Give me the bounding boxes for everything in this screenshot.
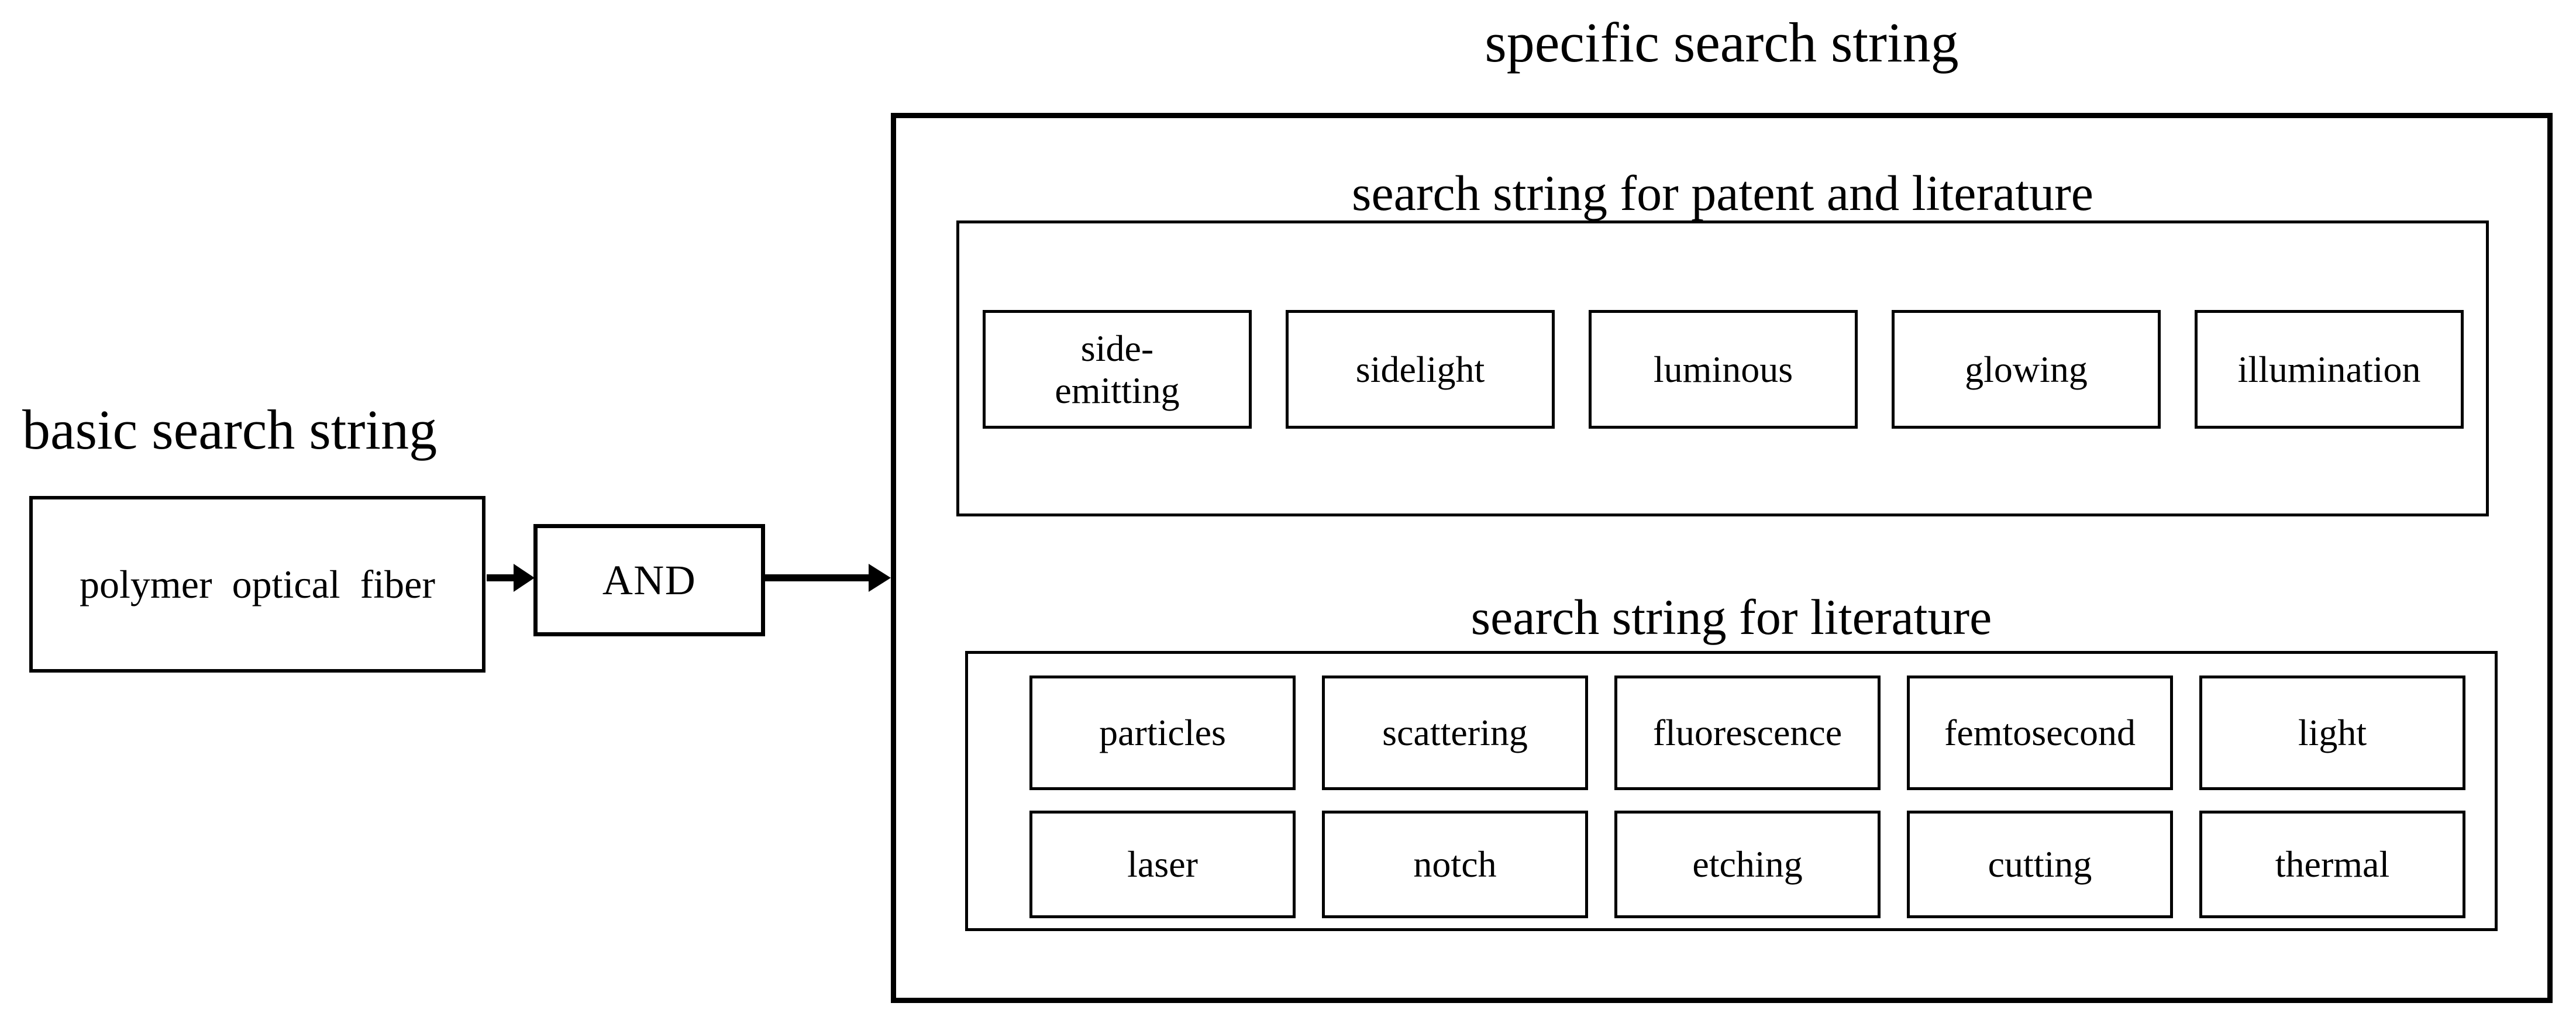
term-label: sidelight	[1355, 348, 1485, 390]
term-box-illumination: illumination	[2195, 310, 2464, 429]
term-box-light: light	[2199, 676, 2465, 790]
term-label: fluorescence	[1652, 712, 1843, 754]
arrow-head-icon	[514, 564, 535, 592]
specific-search-string-box	[891, 113, 2553, 1003]
basic-search-string-title: basic search string	[22, 398, 438, 461]
patent-literature-section-box	[956, 220, 2489, 516]
literature-section-box	[965, 651, 2498, 931]
term-box-particles: particles	[1029, 676, 1296, 790]
term-label: scattering	[1382, 712, 1528, 754]
term-label: particles	[1099, 712, 1226, 754]
and-operator-box: AND	[533, 524, 765, 636]
term-label: femtosecond	[1944, 712, 2136, 754]
term-label: luminous	[1653, 348, 1793, 390]
term-label: notch	[1413, 843, 1497, 885]
term-label: glowing	[1965, 348, 2088, 390]
term-box-laser: laser	[1029, 811, 1296, 918]
term-box-scattering: scattering	[1322, 676, 1588, 790]
polymer-optical-fiber-label: polymer optical fiber	[79, 561, 435, 606]
term-label: etching	[1692, 843, 1803, 885]
term-label: thermal	[2275, 843, 2390, 885]
term-label: side- emitting	[1055, 327, 1180, 411]
patent-literature-section-title: search string for patent and literature	[1352, 165, 2093, 221]
term-label: light	[2298, 712, 2367, 754]
term-box-side-emitting: side- emitting	[983, 310, 1252, 429]
term-box-glowing: glowing	[1892, 310, 2161, 429]
term-box-luminous: luminous	[1589, 310, 1858, 429]
polymer-optical-fiber-box: polymer optical fiber	[29, 496, 485, 673]
specific-search-string-title: specific search string	[1485, 11, 1959, 74]
term-box-cutting: cutting	[1907, 811, 2173, 918]
term-label: laser	[1127, 843, 1198, 885]
term-box-femtosecond: femtosecond	[1907, 676, 2173, 790]
term-label: cutting	[1988, 843, 2092, 885]
term-box-etching: etching	[1614, 811, 1881, 918]
arrow-shaft	[487, 574, 515, 581]
term-box-notch: notch	[1322, 811, 1588, 918]
arrow-head-icon	[869, 564, 891, 592]
term-box-sidelight: sidelight	[1286, 310, 1555, 429]
and-operator-label: AND	[602, 556, 697, 604]
term-box-thermal: thermal	[2199, 811, 2465, 918]
literature-section-title: search string for literature	[1470, 589, 1992, 645]
term-label: illumination	[2237, 348, 2421, 390]
term-box-fluorescence: fluorescence	[1614, 676, 1881, 790]
arrow-shaft	[764, 574, 870, 581]
